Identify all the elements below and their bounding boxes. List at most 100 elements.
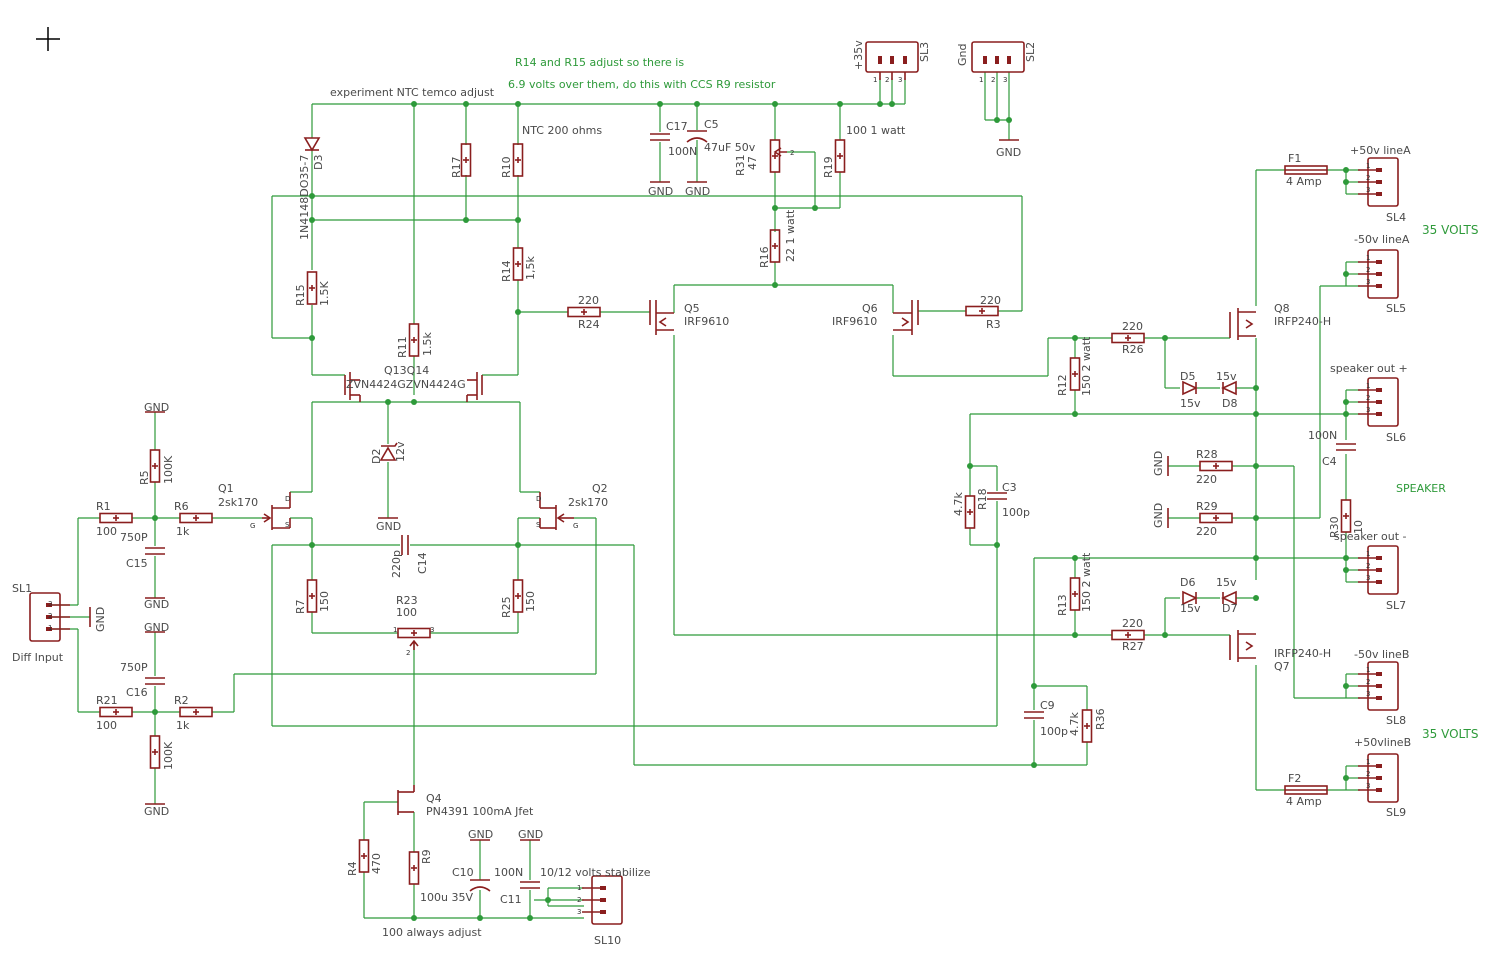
pin-label: 3: [1366, 690, 1370, 698]
mosfet-q7-icon: [1229, 630, 1256, 662]
c10-value: 100u 35V: [420, 891, 473, 904]
f1-label: F1: [1288, 152, 1301, 165]
c9-value: 100p: [1040, 725, 1068, 738]
q5-label: Q5: [684, 302, 700, 315]
junction-dots: [152, 101, 1349, 921]
r21-label: R21: [96, 694, 118, 707]
pin-label: 2: [1366, 394, 1370, 402]
resistor-r25: [512, 579, 524, 613]
sl10-label: SL10: [594, 934, 621, 947]
note-35-volts-b: 35 VOLTS: [1422, 727, 1479, 741]
gnd-label: GND: [468, 828, 493, 841]
resistor-r2: [179, 706, 213, 718]
r9-label: R9: [420, 849, 433, 864]
resistor-r19: [834, 139, 846, 173]
c15-label: C15: [126, 557, 148, 570]
note-ntc-adjust: experiment NTC temco adjust: [330, 86, 495, 99]
r25-label: R25: [500, 596, 513, 618]
wire-network: [52, 72, 1360, 919]
r15-label: R15: [294, 284, 307, 306]
capacitor-c16: [144, 677, 166, 685]
d6-value: 15v: [1180, 602, 1201, 615]
pin-label: 3: [48, 600, 52, 608]
r8-value: 100K: [162, 741, 175, 770]
capacitor-c17: [649, 133, 671, 141]
resistor-r12: [1069, 357, 1081, 391]
c16-label: C16: [126, 686, 148, 699]
r1-value: 100: [96, 525, 117, 538]
c17-value: 100N: [668, 145, 697, 158]
r26-label: R26: [1122, 343, 1144, 356]
q8-label: Q8: [1274, 302, 1290, 315]
resistor-r4: [358, 839, 370, 873]
connector-sl2: [971, 41, 1025, 73]
connector-sl10: [581, 875, 623, 925]
pin-label: G: [250, 522, 255, 530]
sl8-label: SL8: [1386, 714, 1406, 727]
d7-value: 15v: [1216, 576, 1237, 589]
pin-label: 2: [1366, 266, 1370, 274]
pin-label: 3: [1366, 186, 1370, 194]
r5-label: R5: [138, 470, 151, 485]
q13q14-label: Q13Q14: [384, 364, 429, 377]
connector-sl9: [1357, 753, 1399, 803]
q13q14-value: ZVN4424GZVN4424G: [346, 378, 466, 391]
fuse-f2-icon: [1284, 785, 1328, 795]
q6-label: Q6: [862, 302, 878, 315]
q7-value: IRFP240-H: [1274, 647, 1331, 660]
electrolytic-capacitor-c5: [686, 130, 708, 143]
pin-label: D: [536, 495, 541, 503]
f2-label: F2: [1288, 772, 1301, 785]
q5-value: IRF9610: [684, 315, 729, 328]
r17-label: R17: [450, 156, 463, 178]
c5-value: 47uF 50v: [704, 141, 756, 154]
r12-value: 150 2 watt: [1080, 336, 1093, 396]
gnd-label: GND: [1152, 503, 1165, 528]
c5-label: C5: [704, 118, 719, 131]
resistor-r9: [408, 851, 420, 885]
sl1-label: SL1: [12, 582, 32, 595]
resistor-r28: [1199, 460, 1233, 472]
r4-value: 470: [370, 853, 383, 874]
r29-label: R29: [1196, 500, 1218, 513]
resistor-r21: [99, 706, 133, 718]
pin-label: 1: [1366, 758, 1370, 766]
gnd-label: GND: [144, 805, 169, 818]
pin-label: G: [573, 522, 578, 530]
pin-label: 3: [430, 626, 434, 634]
c16-value: 750P: [120, 661, 148, 674]
c14-label: C14: [416, 552, 429, 574]
r23-value: 100: [396, 606, 417, 619]
r11-value: 1.5k: [421, 332, 434, 356]
r15-value: 1.5K: [318, 281, 331, 306]
gnd-label: GND: [376, 520, 401, 533]
r27-label: R27: [1122, 640, 1144, 653]
connector-sl3: [865, 41, 919, 80]
sl4-name: +50v lineA: [1350, 144, 1411, 157]
sl4-label: SL4: [1386, 211, 1406, 224]
resistor-r18: [964, 495, 976, 529]
pin-label: 2: [1366, 678, 1370, 686]
connector-sl4: [1357, 157, 1399, 207]
r10-label: R10: [500, 156, 513, 178]
r23-label: R23: [396, 594, 418, 607]
r6-label: R6: [174, 500, 189, 513]
pin-label: 3: [1366, 574, 1370, 582]
zener-d8-icon: [1221, 380, 1237, 396]
pin-label: 1: [1366, 254, 1370, 262]
pin-label: 1: [873, 76, 877, 84]
f1-value: 4 Amp: [1286, 175, 1322, 188]
note-ntc-value: NTC 200 ohms: [522, 124, 602, 137]
r29-value: 220: [1196, 525, 1217, 538]
jfet-q2-icon: [539, 492, 574, 530]
r23-wiper-icon: [409, 639, 419, 650]
note-always-adjust: 100 always adjust: [382, 926, 482, 939]
c17-label: C17: [666, 120, 688, 133]
sl7-name: speaker out -: [1334, 530, 1406, 543]
capacitor-c11: [519, 881, 541, 889]
capacitor-c15: [144, 547, 166, 555]
fuse-f1-icon: [1284, 165, 1328, 175]
sl2-label: SL2: [1024, 42, 1037, 62]
pin-label: 2: [885, 76, 889, 84]
zener-d5-icon: [1182, 380, 1198, 396]
